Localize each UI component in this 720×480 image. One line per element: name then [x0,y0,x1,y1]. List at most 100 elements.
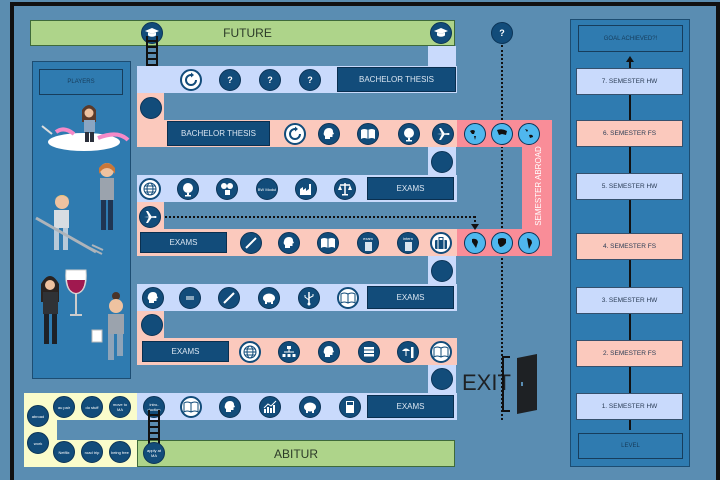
exams-box[interactable]: EXAMS [140,232,227,253]
speaking-head-icon[interactable] [278,232,300,254]
exams-box[interactable]: EXAMS [367,286,454,309]
semester-abroad-side [522,147,552,229]
question-mark: ? [499,28,505,38]
calculator-intern-icon[interactable]: intern [397,232,419,254]
book-stack-icon[interactable] [358,341,380,363]
open-book-icon[interactable] [337,287,359,309]
refresh-icon[interactable] [284,123,306,145]
gap-space-netflix[interactable]: Netflix [53,441,75,463]
calc-intern-text: intern [402,235,413,241]
exams-box[interactable]: EXAMS [367,395,454,418]
exit-door-icon[interactable] [515,352,541,421]
suitcase-icon[interactable] [430,232,452,254]
world-grid-icon[interactable] [139,178,161,200]
player-avatar-wine[interactable] [36,262,92,354]
player-avatar-fork[interactable] [34,190,104,260]
player-avatar-unicode-rider[interactable] [38,100,130,155]
apply-at-ma-space[interactable]: apply at MA [143,442,165,464]
gap-space-road-trip[interactable]: road trip [81,441,103,463]
goal-achieved-box: GOAL ACHIEVED?! [578,25,683,52]
player-avatar-redhead[interactable] [92,160,122,235]
introduction-text: intro-duction [148,402,161,412]
path-space[interactable] [431,260,453,282]
globe-icon[interactable] [398,123,420,145]
globe-europe-icon[interactable] [491,232,513,254]
path-space[interactable] [431,368,453,390]
open-book-icon[interactable] [317,232,339,254]
level-sem5[interactable]: 5. SEMESTER HW [576,173,683,200]
airplane-icon[interactable] [432,123,454,145]
gap-space-do-stuff[interactable]: do stuff [81,396,103,418]
globe-africa-icon[interactable] [464,232,486,254]
ladder[interactable] [148,410,160,448]
level-sem6[interactable]: 6. SEMESTER FS [576,120,683,147]
calculator-exam-icon[interactable]: exam [357,232,379,254]
world-grid-icon[interactable] [239,341,261,363]
refresh-icon[interactable] [180,69,202,91]
gap-label: Netflix [58,449,70,455]
level-sem3[interactable]: 3. SEMESTER HW [576,287,683,314]
question-icon[interactable]: ? [299,69,321,91]
gap-space-being-free[interactable]: being free [109,441,131,463]
piggy-bank-icon[interactable] [299,396,321,418]
exams-box[interactable]: EXAMS [142,341,229,362]
speaking-head-icon[interactable] [318,123,340,145]
open-book-icon[interactable] [430,341,452,363]
bachelor-thesis-box[interactable]: BACHELOR THESIS [167,121,270,146]
level-sem4[interactable]: 4. SEMESTER FS [576,233,683,260]
speaking-head-icon[interactable] [142,287,164,309]
speaking-head-icon[interactable] [219,396,241,418]
scales-icon[interactable] [334,178,356,200]
question-icon[interactable]: ? [491,22,513,44]
gap-label: move to MA [112,402,128,412]
pen-icon[interactable] [240,232,262,254]
question-icon[interactable]: ? [219,69,241,91]
factory-icon[interactable] [295,178,317,200]
calculator-icon[interactable] [339,396,361,418]
lab-tools-icon[interactable] [216,178,238,200]
org-chart-icon[interactable] [278,341,300,363]
bachelor-thesis-box[interactable]: BACHELOR THESIS [337,67,456,92]
piggy-bank-icon[interactable] [258,287,280,309]
path-connector [428,46,456,68]
pen-icon[interactable] [218,287,240,309]
open-book-icon[interactable] [180,396,202,418]
airplane-icon[interactable] [139,206,161,228]
level-sem1[interactable]: 1. SEMESTER HW [576,393,683,420]
graduation-cap-icon[interactable] [430,22,452,44]
growth-chart-icon[interactable] [259,396,281,418]
business-communication-icon[interactable] [179,287,201,309]
globe-asia-icon[interactable] [491,123,513,145]
calculator-shape [364,241,372,251]
globe-australia-icon[interactable] [518,123,540,145]
gap-label: abroad [31,413,45,419]
question-icon[interactable]: ? [259,69,281,91]
level-sem7[interactable]: 7. SEMESTER HW [576,68,683,95]
abroad-flight-line [165,216,475,218]
globe-icon[interactable] [177,178,199,200]
arrow-down-icon [471,224,479,230]
exams-box[interactable]: EXAMS [367,177,454,200]
players-label: PLAYERS [39,69,123,95]
open-book-icon[interactable] [357,123,379,145]
globe-americas-icon[interactable] [464,123,486,145]
globe-south-america-icon[interactable] [518,232,540,254]
path-space[interactable] [141,314,163,336]
usb-icon[interactable] [298,287,320,309]
ladder-end-space[interactable] [140,97,162,119]
abitur-label: ABITUR [273,446,318,461]
gap-space-move-to-ma[interactable]: move to MA [109,396,131,418]
player-avatar-coffee[interactable] [90,290,132,370]
gap-space-work[interactable]: work [27,432,49,454]
umbrella-person-icon[interactable] [397,341,419,363]
question-mark: ? [227,75,233,85]
gap-label: au pair [57,404,71,410]
future-bar: FUTURE [30,20,455,46]
gap-space-abroad[interactable]: abroad [27,405,49,427]
gap-label: being free [111,449,129,455]
path-space[interactable] [431,151,453,173]
bw-modul-icon[interactable]: BW Modul [256,178,278,200]
speaking-head-icon[interactable] [318,341,340,363]
gap-space-au-pair[interactable]: au pair [53,396,75,418]
level-sem2[interactable]: 2. SEMESTER FS [576,340,683,367]
